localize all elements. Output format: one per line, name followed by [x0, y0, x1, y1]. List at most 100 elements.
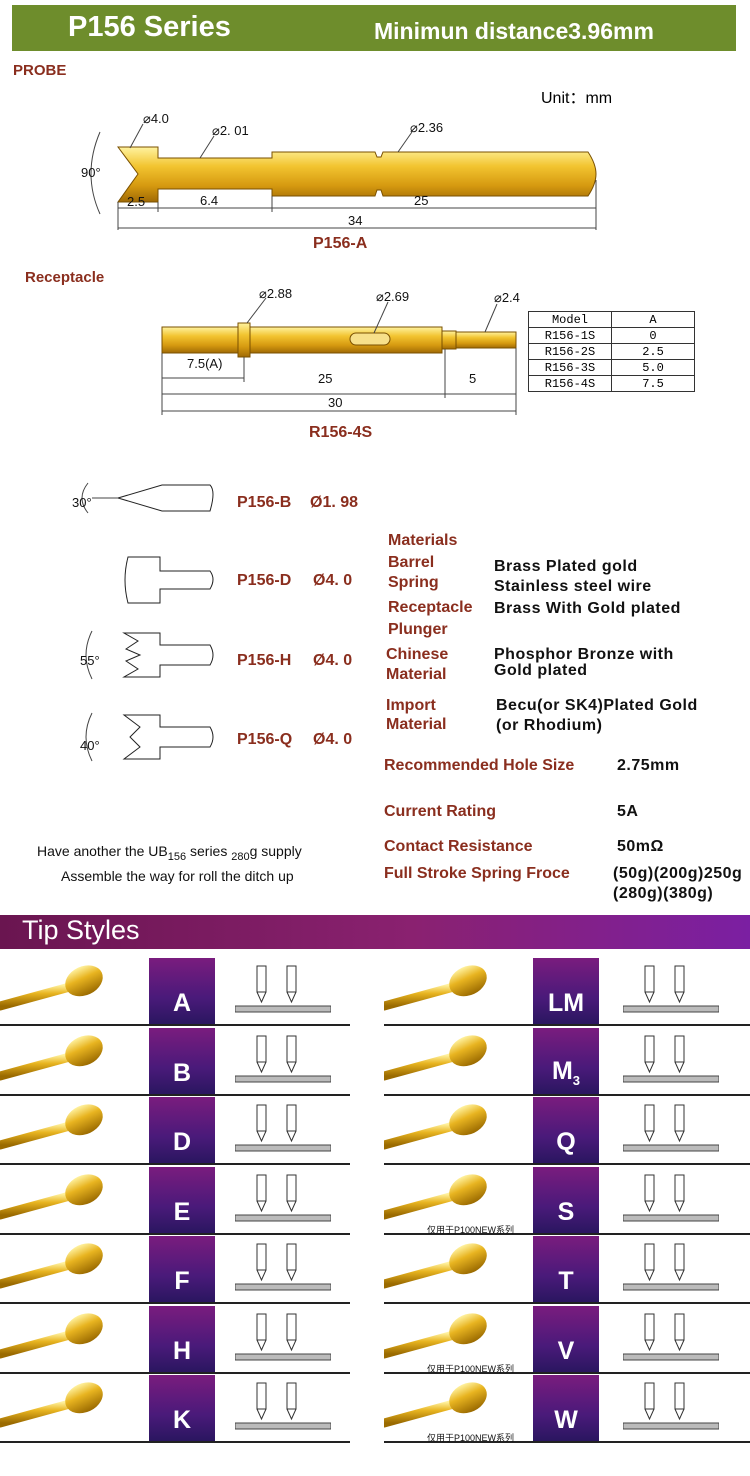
probe-total-length: 34 [348, 213, 363, 228]
table-header-model: Model [528, 311, 612, 328]
table-cell: 5.0 [611, 359, 695, 376]
tip-photo [384, 1243, 487, 1289]
tip-d-dia: Ø4. 0 [313, 572, 353, 589]
p100new-note: 仅用于P100NEW系列 [427, 1225, 515, 1235]
header-bar: P156 Series Minimun distance3.96mm [12, 5, 736, 51]
tip-photo [0, 1243, 103, 1289]
tip-photo [384, 965, 487, 1011]
p100new-note: 仅用于P100NEW系列 [427, 1364, 515, 1374]
tip-style-letter-text: LM [547, 989, 585, 1017]
table-cell: 0 [611, 327, 695, 344]
tip-style-letter-text: V [557, 1337, 575, 1365]
table-header-a: A [611, 311, 695, 328]
tip-b-angle: 30° [72, 495, 92, 510]
row-divider [384, 1441, 750, 1443]
probe-heading: PROBE [13, 62, 67, 79]
chinese-value-1: Phosphor Bronze with [494, 646, 674, 663]
spring-label: Spring [388, 574, 439, 591]
tip-h-name: P156-H [237, 652, 292, 669]
tip-contact-drawing [235, 1382, 331, 1430]
contact-label: Contact Resistance [384, 838, 533, 855]
tip-style-letter-text: A [172, 989, 192, 1017]
tip-style-letter-b: B [149, 1028, 215, 1094]
tip-contact-drawing [235, 1243, 331, 1291]
receptacle-label: Receptacle [388, 599, 473, 616]
p100new-note: 仅用于P100NEW系列 [427, 1433, 515, 1443]
tip-contact-drawing [623, 1313, 719, 1361]
note-part: series [186, 843, 232, 859]
recep-total: 30 [328, 395, 343, 410]
receptacle-drawing [161, 297, 517, 415]
row-divider [384, 1372, 750, 1374]
row-divider [384, 1024, 750, 1026]
stroke-label: Full Stroke Spring Froce [384, 865, 570, 882]
note-part: g supply [249, 843, 302, 859]
tip-contact-drawing [235, 965, 331, 1013]
tip-style-letter-text: E [173, 1198, 191, 1226]
tip-photo [0, 1382, 103, 1428]
supply-note: Have another the UB156 series 280g suppl… [37, 843, 302, 863]
hole-size-value: 2.75mm [617, 757, 680, 774]
table-cell: 7.5 [611, 375, 695, 392]
probe-len-3: 25 [414, 193, 429, 208]
stroke-value-1: (50g)(200g)250g [613, 865, 743, 882]
tip-h-dia: Ø4. 0 [313, 652, 353, 669]
tip-style-letter-h: H [149, 1306, 215, 1372]
note-part: Have another the UB [37, 843, 168, 859]
tip-contact-drawing [235, 1313, 331, 1361]
tip-q-dia: Ø4. 0 [313, 731, 353, 748]
recep-len-a: 7.5(A) [187, 356, 223, 371]
tip-style-letter-v: V [533, 1306, 599, 1372]
row-divider [0, 1441, 350, 1443]
tip-contact-drawing [623, 1174, 719, 1222]
tip-photo [384, 1313, 487, 1359]
tip-style-letter-w: W [533, 1375, 599, 1441]
receptacle-caption: R156-4S [309, 424, 373, 441]
row-divider [0, 1163, 350, 1165]
row-divider [0, 1302, 350, 1304]
contact-value: 50mΩ [617, 838, 664, 855]
current-label: Current Rating [384, 803, 496, 820]
recep-len-3: 5 [469, 371, 477, 386]
plunger-label: Plunger [388, 621, 448, 638]
tip-photo [0, 1035, 103, 1081]
tip-contact-drawing [623, 1382, 719, 1430]
tip-style-letter-text: T [558, 1267, 574, 1295]
tip-photo [0, 1104, 103, 1150]
table-cell: R156-3S [528, 359, 612, 376]
tip-outlines [81, 482, 214, 762]
tip-style-letter-text: F [174, 1267, 190, 1295]
tip-contact-drawing [235, 1104, 331, 1152]
tip-style-letter-t: T [533, 1236, 599, 1302]
probe-len-2: 6.4 [200, 193, 219, 208]
series-title: P156 Series [68, 11, 231, 43]
tip-style-letter-lm: LM [533, 958, 599, 1024]
tip-style-letter-s: S [533, 1167, 599, 1233]
tip-style-letter-text: D [172, 1128, 192, 1156]
row-divider [0, 1233, 350, 1235]
import-value-1: Becu(or SK4)Plated Gold [496, 697, 698, 714]
tip-contact-drawing [623, 1035, 719, 1083]
tip-style-letter-a: A [149, 958, 215, 1024]
recep-dia-2: ⌀2.69 [376, 289, 410, 304]
barrel-value: Brass Plated gold [494, 558, 638, 575]
probe-dia-1: ⌀4.0 [143, 111, 169, 126]
import-label-1: Import [386, 697, 436, 714]
tip-photo [0, 1174, 103, 1220]
probe-angle: 90° [81, 165, 101, 180]
tip-style-letter-text: S [557, 1198, 575, 1226]
tip-style-letter-text: K [172, 1406, 192, 1434]
chinese-label-2: Material [386, 666, 447, 683]
tip-b-dia: Ø1. 98 [310, 494, 359, 511]
assemble-note: Assemble the way for roll the ditch up [61, 868, 294, 884]
tip-style-letter-text: B [172, 1059, 192, 1087]
receptacle-value: Brass With Gold plated [494, 600, 681, 617]
tip-photo [0, 965, 103, 1011]
hole-size-label: Recommended Hole Size [384, 757, 575, 774]
tip-contact-drawing [623, 965, 719, 1013]
recep-len-2: 25 [318, 371, 333, 386]
tip-style-letter-text: Q [556, 1128, 576, 1156]
tip-photo [0, 1313, 103, 1359]
